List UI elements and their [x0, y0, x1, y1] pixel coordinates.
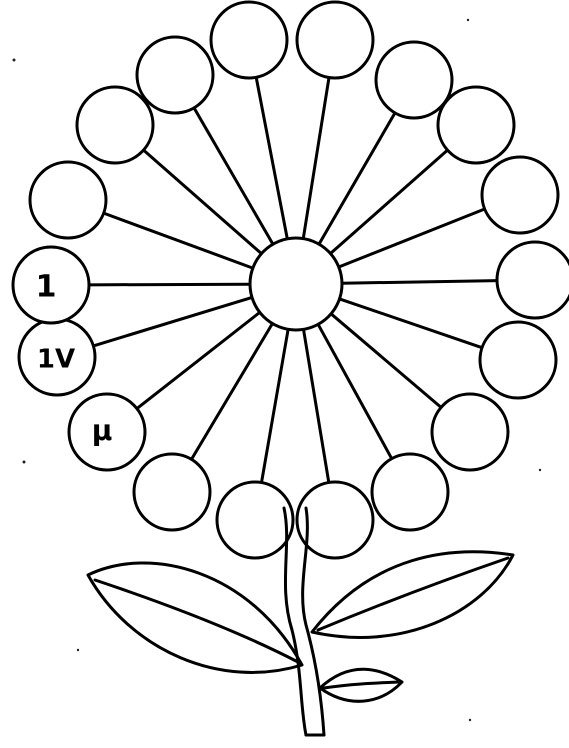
flower-ray: [104, 213, 253, 268]
flower-ray: [256, 77, 287, 239]
petal-circle: [432, 394, 508, 470]
petal-circle: [297, 2, 373, 78]
flower-ray: [89, 284, 250, 285]
petal-circle: [134, 454, 210, 530]
flower-ray: [194, 108, 273, 244]
flower-center: [250, 238, 342, 330]
petal-circle: [137, 37, 213, 113]
petal-label-2: 1V: [37, 345, 75, 375]
petal-circle: [438, 87, 514, 163]
flower-ray: [319, 113, 395, 244]
petal-label-3: μ: [92, 414, 113, 447]
flower-ray: [303, 78, 329, 239]
petal-circle: [77, 87, 153, 163]
flower-ray: [342, 281, 497, 284]
petal-circle: [480, 322, 556, 398]
small-leaf: [320, 669, 402, 701]
petal-circle: [376, 42, 452, 118]
petal-circle: [217, 482, 293, 558]
flower-ray: [191, 324, 272, 460]
petal-circle: [372, 454, 448, 530]
right-leaf: [312, 552, 513, 638]
flower-ray: [144, 150, 262, 254]
flower-ray: [330, 150, 447, 253]
flower-ray: [262, 329, 289, 482]
petal-circle: [482, 157, 558, 233]
petal-circle: [30, 162, 106, 238]
left-leaf: [88, 563, 302, 672]
flower-ray: [318, 324, 392, 458]
petal-circle: [211, 2, 287, 78]
petal-label-1: 1: [36, 270, 57, 305]
flower-ray: [339, 209, 485, 267]
petal-circle: [497, 242, 569, 318]
flower-ray: [303, 329, 328, 482]
